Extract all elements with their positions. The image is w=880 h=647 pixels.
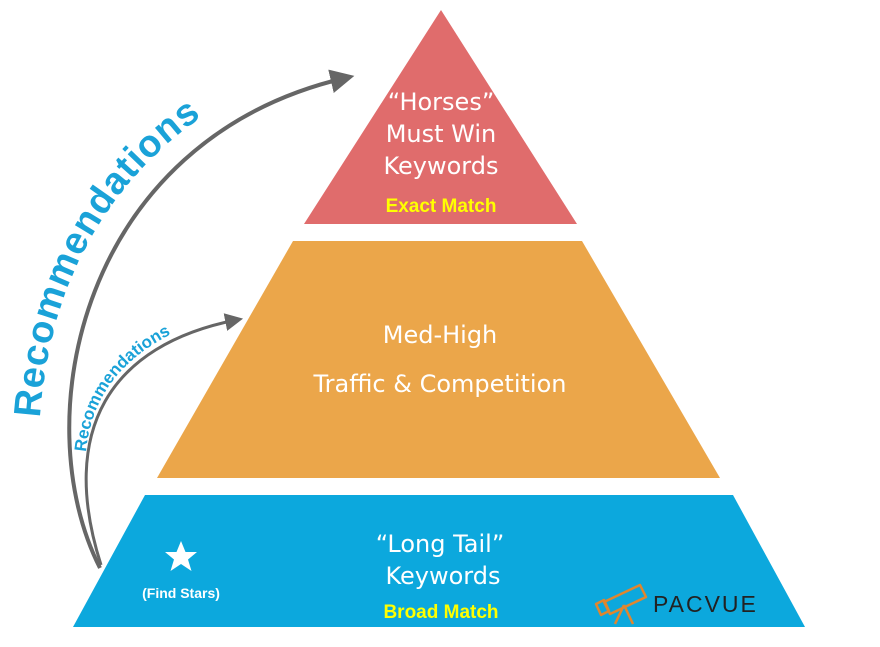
- small-recommendations-label: Recommendations: [71, 321, 173, 452]
- exact-match-label: Exact Match: [386, 196, 497, 217]
- large-recommendation-arrow: [67, 69, 355, 569]
- middle-tier-line-1: Med-High: [383, 321, 498, 349]
- broad-match-label: Broad Match: [383, 602, 498, 623]
- middle-tier-line-2: Traffic & Competition: [313, 370, 567, 398]
- small-recommendation-arrow: [84, 313, 244, 566]
- pyramid-middle-tier: [157, 241, 720, 478]
- bottom-tier-line-2: Keywords: [385, 562, 500, 590]
- top-tier-line-2: Must Win: [386, 120, 497, 148]
- top-tier-line-3: Keywords: [383, 152, 498, 180]
- telescope-icon: [594, 583, 648, 625]
- top-tier-line-1: “Horses”: [388, 88, 495, 116]
- bottom-tier-line-1: “Long Tail”: [376, 530, 505, 558]
- find-stars-label: (Find Stars): [142, 585, 220, 601]
- pacvue-logo-text: PACVUE: [653, 591, 758, 617]
- star-icon: [165, 541, 197, 571]
- pyramid-top-tier: [304, 10, 577, 224]
